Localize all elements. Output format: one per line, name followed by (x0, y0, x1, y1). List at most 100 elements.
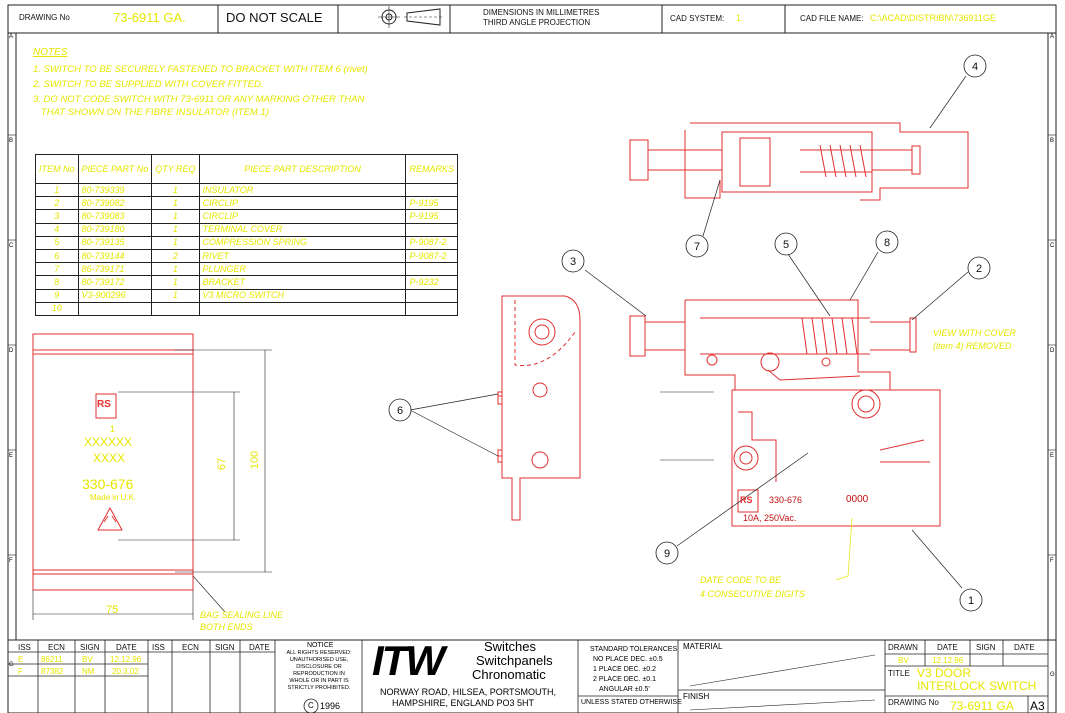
rev-sign: BV (82, 655, 93, 664)
cell-qty: 1 (151, 196, 200, 211)
dimensions-units: DIMENSIONS IN MILLIMETRES (483, 8, 600, 17)
insulator-made-in: Made in U.K. (90, 493, 137, 502)
title-label: TITLE (888, 669, 910, 678)
dim-height-inner: 67 (216, 457, 229, 471)
zone-letter: F (1050, 558, 1054, 564)
date-note-line2: 4 CONSECUTIVE DIGITS (700, 589, 806, 599)
tolerance-line: 1 PLACE DEC. ±0.2 (593, 666, 656, 673)
approval-header: DATE (1014, 643, 1035, 652)
cell-piece: 86-739171 (77, 262, 153, 277)
note-item: THAT SHOWN ON THE FIBRE INSULATOR (ITEM … (33, 107, 269, 118)
rev-header: DATE (249, 643, 270, 652)
approval-header: DATE (937, 643, 958, 652)
copyright-icon: C (308, 701, 314, 710)
drawn-date: 12.12.96 (932, 656, 964, 665)
recycle-icon (97, 506, 123, 531)
balloon-label: 3 (570, 256, 576, 268)
cell-piece: 80-739180 (77, 222, 153, 237)
cad-file-label: CAD FILE NAME: (800, 14, 864, 23)
cell-piece: 80-739339 (77, 182, 153, 198)
cad-system-value: 1 (736, 13, 742, 23)
zone-letter: G (1050, 672, 1055, 678)
balloon-label: 9 (664, 548, 670, 560)
notes-heading: NOTES (33, 47, 68, 58)
rev-ecn: 87382 (41, 667, 64, 676)
balloon-label: 8 (884, 237, 890, 249)
notice-line: ALL RIGHTS RESERVED: (286, 650, 352, 656)
zone-letter: F (9, 558, 13, 564)
cell-desc: INSULATOR (198, 182, 407, 198)
cell-piece: 80-739144 (77, 248, 153, 264)
title-line2: INTERLOCK SWITCH (917, 679, 1037, 693)
cell-qty: 2 (151, 248, 200, 264)
col-item: ITEM No (35, 154, 79, 184)
company-line1: Switches (484, 639, 537, 654)
balloon-7 (685, 234, 709, 258)
itw-logo: ITW (372, 637, 445, 684)
material-label: MATERIAL (683, 642, 723, 651)
balloon-labels: 1 2 3 4 5 6 7 8 9 (397, 61, 982, 607)
approval-header: SIGN (976, 643, 996, 652)
rev-header: DATE (116, 643, 137, 652)
tolerance-heading: STANDARD TOLERANCES (590, 646, 678, 653)
col-description: PIECE PART DESCRIPTION (198, 154, 407, 184)
zone-letter: G (9, 662, 14, 668)
cell-remarks (405, 262, 458, 277)
zone-letter: C (1050, 243, 1055, 249)
cell-remarks: P-9195 (405, 196, 458, 211)
dim-height-outer: 100 (249, 450, 262, 470)
rev-date: 12.12.96 (110, 655, 142, 664)
cell-qty: 1 (151, 262, 200, 277)
balloon-8 (875, 230, 899, 254)
zone-letter: E (9, 453, 14, 459)
rev-header: ISS (152, 643, 165, 652)
parts-table-header: ITEM No PIECE PART No QTY REQ PIECE PART… (35, 154, 458, 184)
company-address1: NORWAY ROAD, HILSEA, PORTSMOUTH, (380, 687, 557, 697)
approval-header: DRAWN (888, 643, 918, 652)
zone-letter: B (1050, 138, 1055, 144)
cell-item: 4 (35, 222, 79, 237)
cell-qty: 1 (151, 182, 200, 198)
rev-header: ECN (48, 643, 65, 652)
cell-piece: 80-739083 (77, 209, 153, 224)
cell-item: 10 (35, 301, 79, 316)
cell-item: 6 (35, 248, 79, 264)
balloon-label: 5 (783, 239, 789, 251)
col-remarks: REMARKS (405, 154, 458, 184)
insulator-line1: 1 (110, 424, 116, 434)
zone-letter: D (1050, 348, 1055, 354)
cell-remarks (405, 288, 458, 303)
rev-date: 20.3.02 (112, 667, 139, 676)
cell-item: 7 (35, 262, 79, 277)
insulator-view (32, 333, 272, 620)
cell-piece (77, 301, 153, 316)
switch-rs-logo-icon (737, 489, 759, 513)
balloon-label: 1 (968, 595, 974, 607)
main-view-assembly (629, 299, 941, 527)
rev-header: ISS (18, 643, 31, 652)
tolerance-line: UNLESS STATED OTHERWISE (581, 699, 682, 706)
zone-letter: A (1050, 34, 1055, 40)
zone-letter: A (9, 34, 14, 40)
cell-desc: COMPRESSION SPRING (198, 235, 407, 250)
balloon-4 (963, 54, 987, 78)
insulator-code: 330-676 (82, 476, 134, 492)
notice-text: ALL RIGHTS RESERVED: UNAUTHORISED USE, D… (278, 650, 360, 692)
cell-desc: CIRCLIP (198, 196, 407, 211)
cell-desc: CIRCLIP (198, 209, 407, 224)
insulator-line3: XXXX (93, 451, 126, 465)
zone-letter: C (9, 243, 14, 249)
cell-qty: 1 (151, 288, 200, 303)
rev-ecn: 86211 (41, 655, 63, 664)
balloon-label: 2 (976, 263, 982, 275)
drawing-no-value: 73-6911 GA. (113, 10, 186, 25)
cell-item: 5 (35, 235, 79, 250)
bag-note-line1: BAG SEALING LINE (200, 610, 284, 620)
rev-sign: NM (82, 667, 95, 676)
cell-item: 1 (35, 182, 79, 198)
